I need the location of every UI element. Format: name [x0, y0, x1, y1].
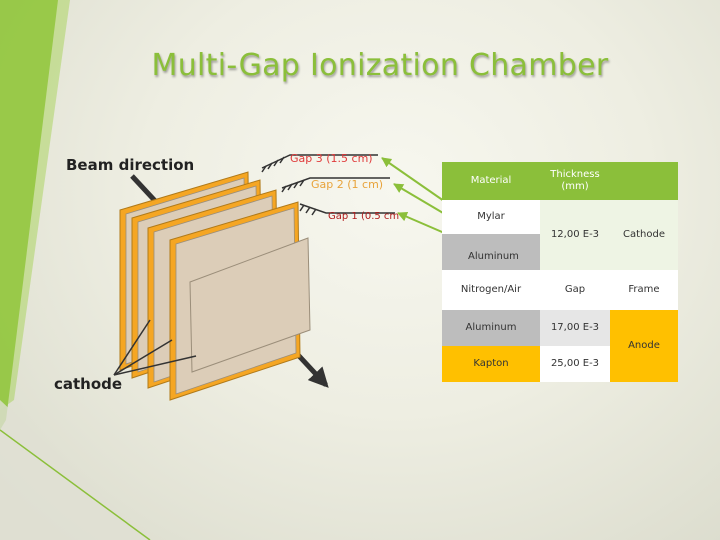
cell-anode: Anode	[610, 310, 678, 382]
cell-kapton-thickness: 25,00 E-3	[540, 346, 610, 382]
cell-nitrogen: Nitrogen/Air	[442, 270, 540, 310]
slide-title: Multi-Gap Ionization Chamber	[151, 48, 609, 83]
header-material: Material	[442, 162, 540, 200]
cell-aluminum-thickness: 17,00 E-3	[540, 310, 610, 346]
cell-cathode: Cathode	[610, 200, 678, 270]
cathode-pointers	[113, 319, 197, 376]
cell-gap: Gap	[540, 270, 610, 310]
header-blank	[610, 162, 678, 200]
gap2-label: Gap 2 (1 cm)	[311, 178, 383, 191]
cathode-label: cathode	[54, 375, 122, 393]
beam-direction-label: Beam direction	[66, 156, 194, 174]
cell-frame: Frame	[610, 270, 678, 310]
materials-table: Material Thickness (mm) Mylar Aluminum 1…	[442, 162, 678, 382]
gap1-label: Gap 1 (0.5 cm	[328, 211, 399, 222]
cell-aluminum: Aluminum	[442, 310, 540, 346]
plate-front	[189, 237, 311, 373]
cell-mylar-thickness: 12,00 E-3	[540, 200, 610, 270]
cell-mylar: Mylar	[442, 200, 540, 234]
gap3-label: Gap 3 (1.5 cm)	[290, 152, 373, 165]
cell-kapton: Kapton	[442, 346, 540, 382]
header-thickness: Thickness (mm)	[540, 162, 610, 200]
plate-stack	[119, 171, 311, 401]
gap-brackets	[261, 154, 395, 216]
cell-aluminum-hidden: Aluminum	[442, 234, 540, 270]
